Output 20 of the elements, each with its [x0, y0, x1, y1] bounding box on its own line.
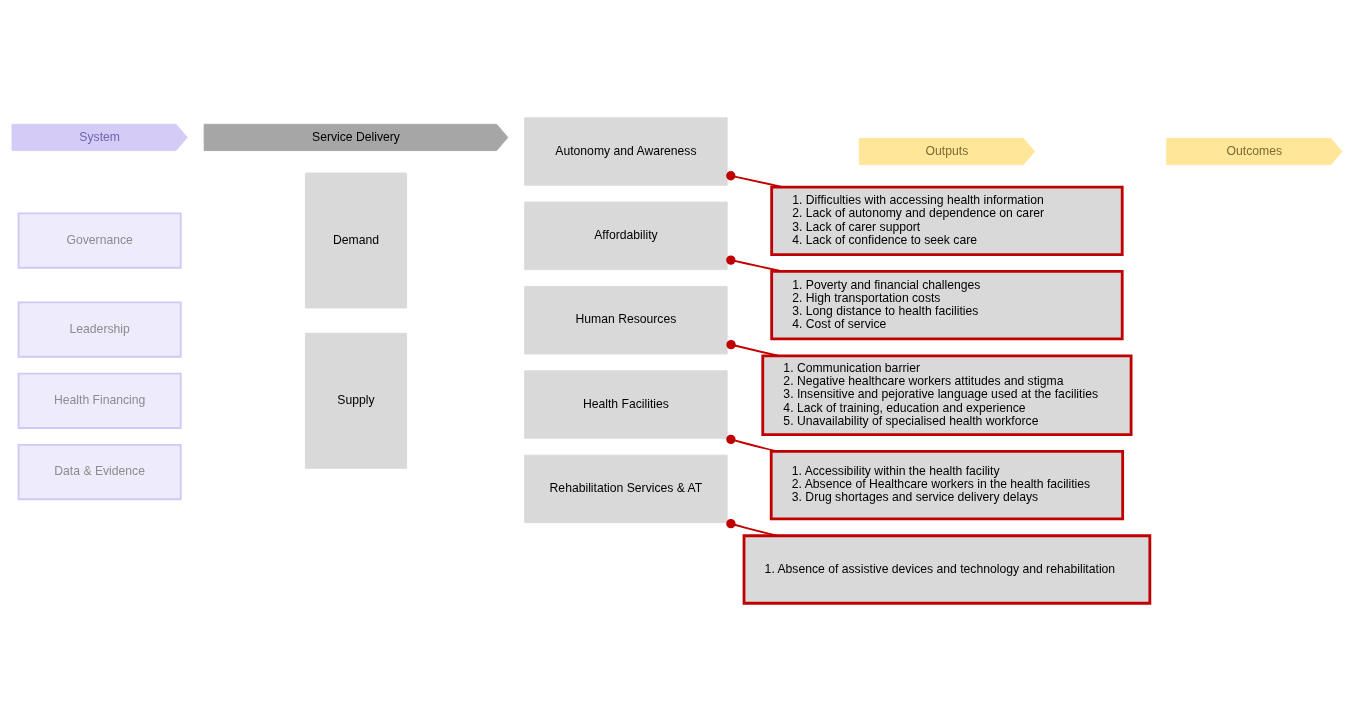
- node-box: 1. Difficulties with accessing health information 2. Lack of autonomy and dependence on carer 3. Lack of carer support 4. Lack of confidence to seek care: [770, 185, 1124, 256]
- node-box: Health Facilities: [524, 370, 728, 439]
- node-box: Autonomy and Awareness: [524, 117, 728, 186]
- node-box: Affordability: [524, 201, 728, 271]
- node-box: Leadership: [17, 301, 182, 358]
- node-box: Supply: [304, 332, 408, 469]
- node-box: Demand: [304, 172, 408, 309]
- connector: [726, 171, 784, 189]
- connector: [726, 519, 779, 537]
- node-box: Governance: [17, 212, 182, 269]
- node-box: 1. Absence of assistive devices and technology and rehabilitation: [742, 534, 1152, 605]
- node-box: Human Resources: [524, 286, 728, 355]
- node-box: Rehabilitation Services & AT: [524, 454, 728, 524]
- node-box: 1. Accessibility within the health facility 2. Absence of Healthcare workers in the health facilities 3. Drug shortages and service delivery delays: [769, 450, 1125, 521]
- node-box: Data & Evidence: [17, 443, 182, 501]
- connector: [726, 340, 780, 357]
- connector: [726, 255, 784, 273]
- node-box: 1. Poverty and financial challenges 2. High transportation costs 3. Long distance to health facilities 4. Cost of service: [770, 270, 1124, 341]
- node-box: 1. Communication barrier 2. Negative healthcare workers attitudes and stigma 3. Insensitive and pejorative language used at the facilities 4. Lack of training, education and experience 5. Unavailability of specialised health workforce: [761, 354, 1133, 436]
- node-box: Health Financing: [17, 372, 182, 429]
